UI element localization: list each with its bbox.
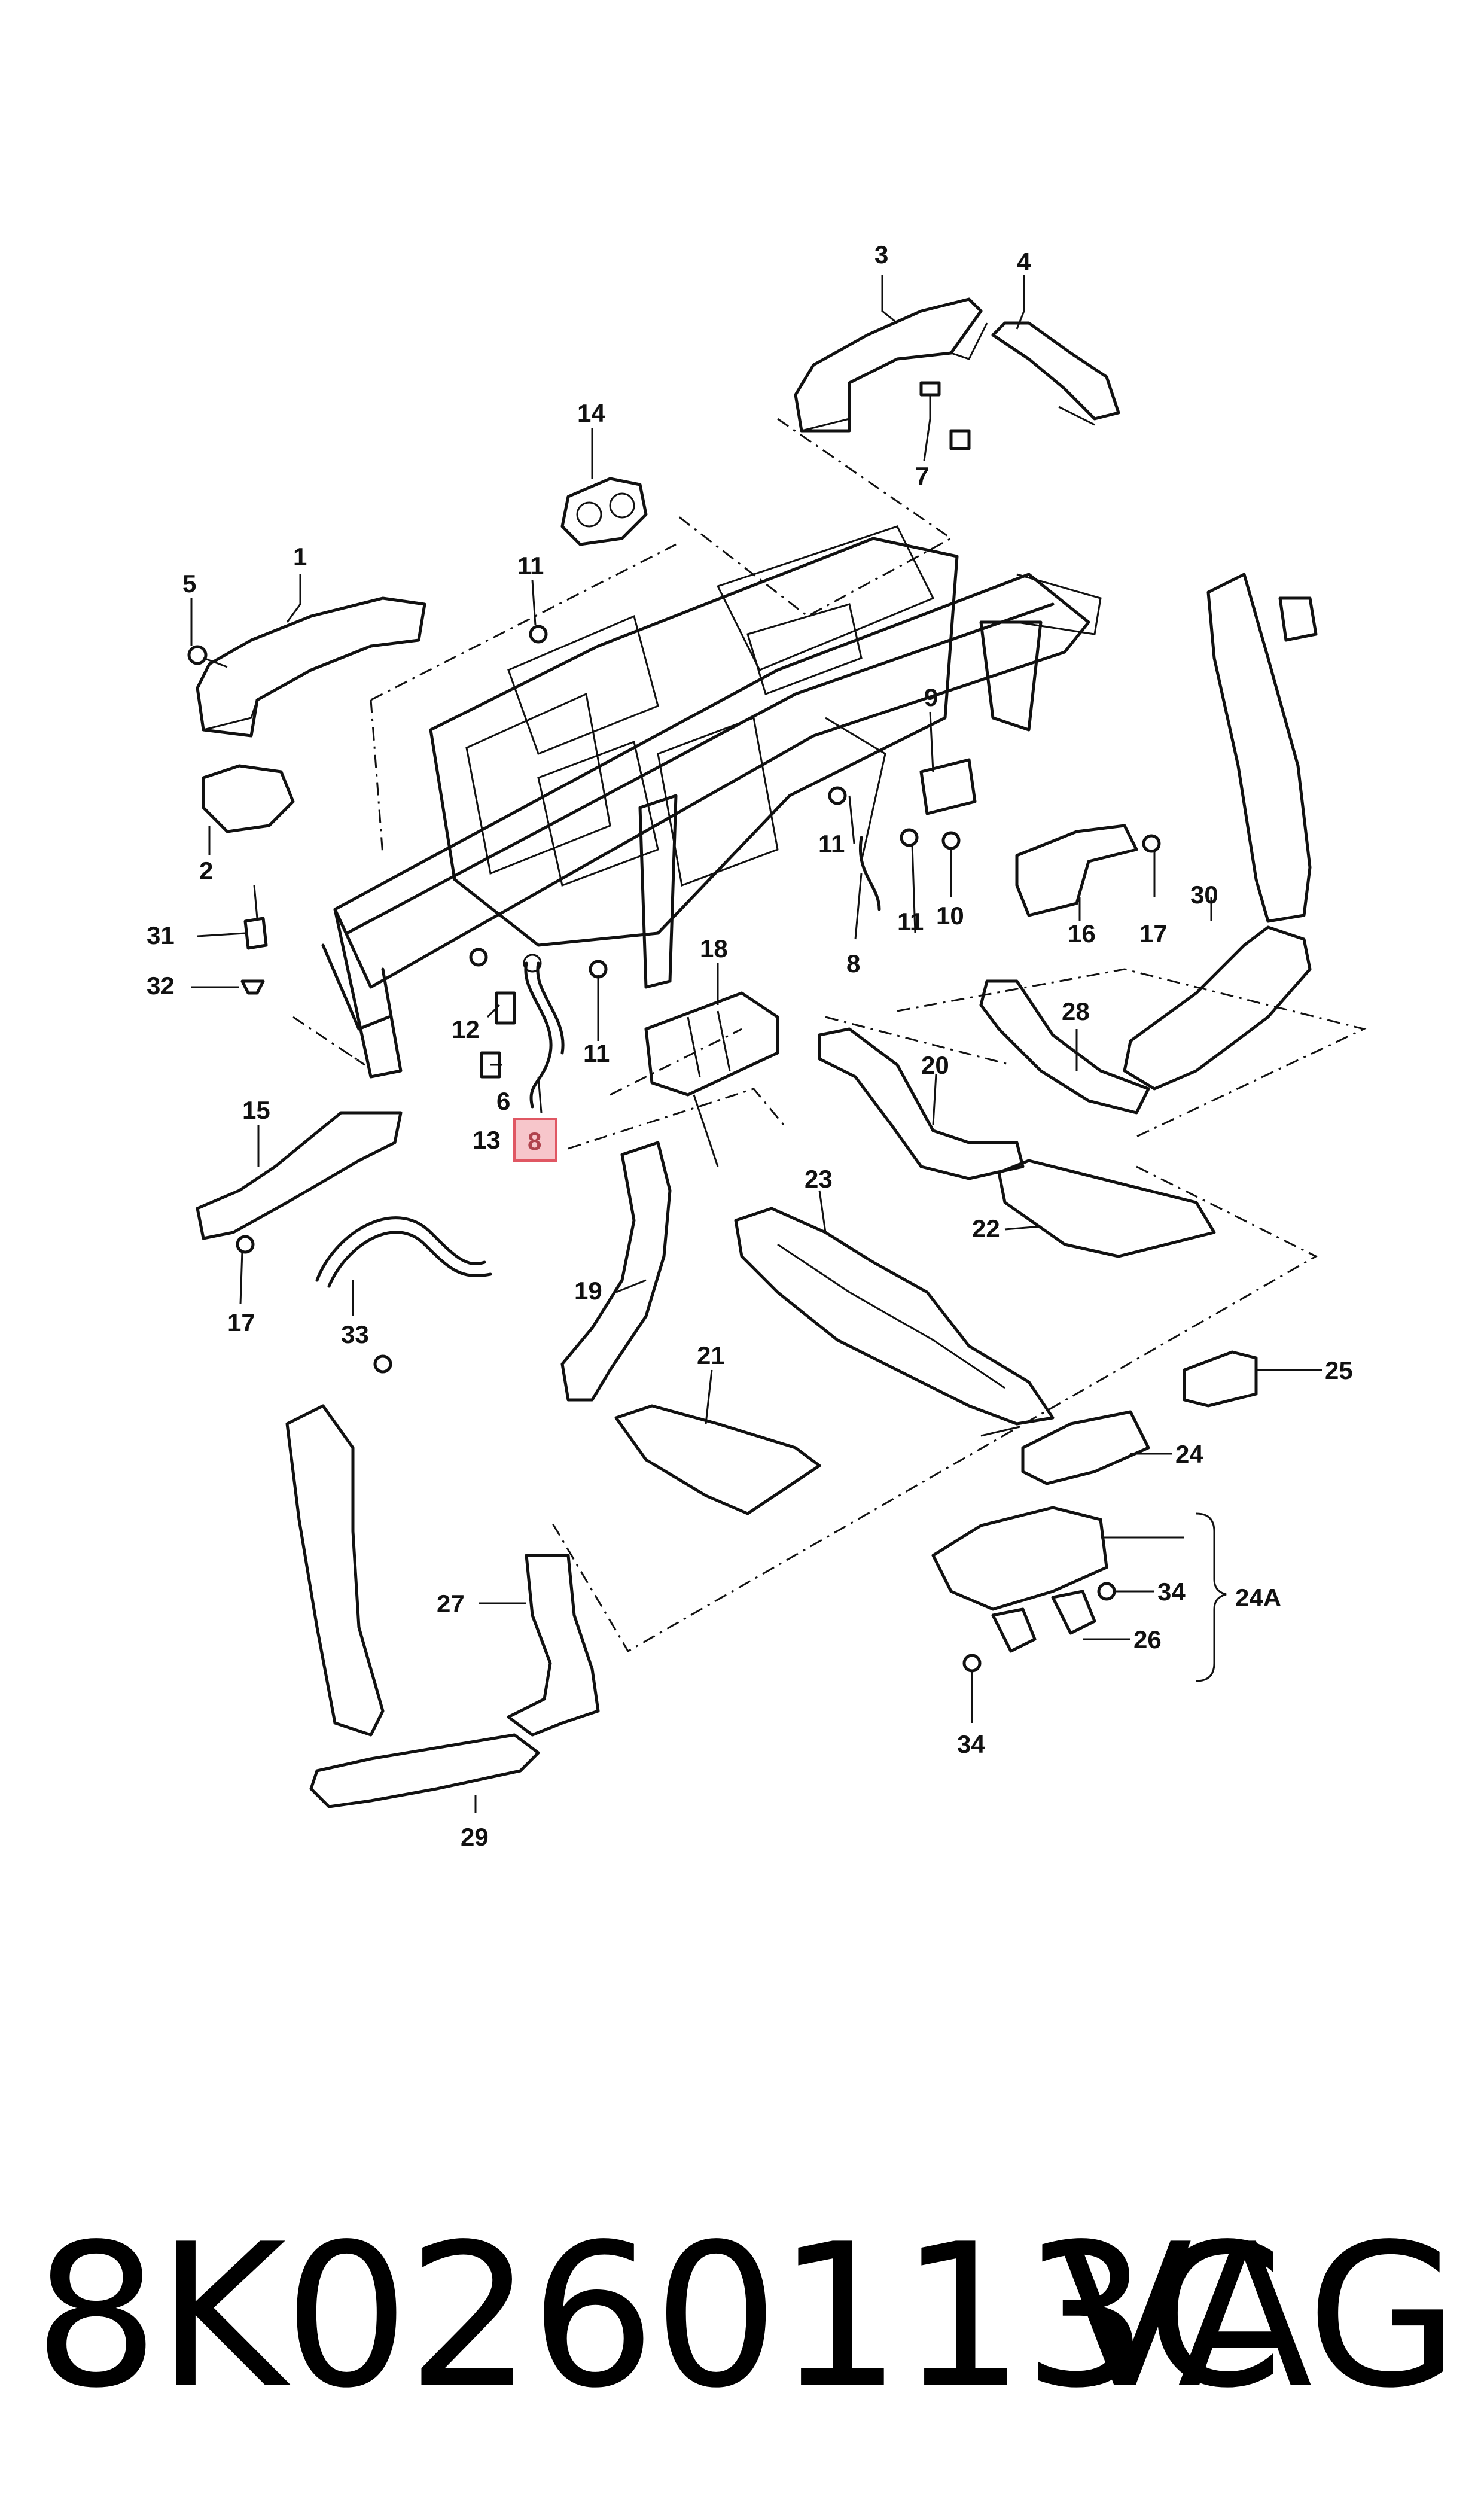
dashed-assembly-lines <box>292 418 1367 1653</box>
callout-16: 16 <box>1068 919 1096 948</box>
part-19-duct <box>560 1141 672 1402</box>
leader-lines <box>190 275 1322 1813</box>
part-20-duct <box>818 1027 1025 1180</box>
part-1-side-duct <box>196 596 426 738</box>
callout-13: 13 <box>473 1126 501 1154</box>
part-24-vent-housing <box>1021 1410 1150 1485</box>
callout-29: 29 <box>461 1823 489 1851</box>
part-23-long-duct <box>734 1207 1055 1426</box>
callout-30: 30 <box>1190 881 1218 909</box>
part-29-floor-duct <box>285 1354 540 1808</box>
part-30-side-duct <box>1123 573 1318 1091</box>
callout-7: 7 <box>915 462 929 490</box>
part-5-screw <box>187 645 228 668</box>
part-17-screw-right <box>1142 834 1161 853</box>
callout-11-centre: 11 <box>583 1039 610 1067</box>
callout-23: 23 <box>805 1165 833 1193</box>
part-3-upper-air-duct <box>794 297 988 433</box>
callout-9: 9 <box>924 683 938 711</box>
part-8-right-hose <box>859 836 881 911</box>
callout-19: 19 <box>574 1277 602 1305</box>
part-31-connector <box>243 885 268 950</box>
part-11-bolts <box>469 625 919 979</box>
part-7-bolt <box>919 381 971 450</box>
callout-25: 25 <box>1325 1356 1353 1384</box>
callout-34-bottom: 34 <box>957 1730 985 1758</box>
callout-31: 31 <box>147 921 175 949</box>
part-16-bracket <box>1015 824 1138 917</box>
callout-15: 15 <box>242 1096 270 1124</box>
callout-1: 1 <box>293 543 307 571</box>
callout-24a: 24A <box>1235 1584 1281 1612</box>
part-number: 8K0260113C <box>33 2202 1284 2431</box>
callout-11-top: 11 <box>517 552 544 580</box>
callout-14: 14 <box>577 399 605 427</box>
part-info-footer: 8K0260113C VAG <box>33 2202 1459 2477</box>
callout-33: 33 <box>341 1320 369 1348</box>
callout-12: 12 <box>452 1015 480 1043</box>
part-26-actuators <box>991 1590 1096 1653</box>
exploded-parts-diagram: 3 4 7 14 1 5 2 11 31 32 12 6 13 11 9 11 … <box>147 240 1367 1851</box>
part-21-duct <box>614 1404 821 1515</box>
callout-17-left: 17 <box>227 1308 255 1336</box>
part-33-hose <box>315 1216 492 1288</box>
dashboard-frame-assembly <box>321 525 1102 1079</box>
callout-21: 21 <box>697 1341 725 1369</box>
bracket-24a <box>1196 1512 1227 1682</box>
callout-8-right: 8 <box>846 949 860 978</box>
part-10-nut <box>941 831 961 850</box>
callouts: 3 4 7 14 1 5 2 11 31 32 12 6 13 11 9 11 … <box>147 240 1353 1851</box>
callout-3: 3 <box>874 240 888 269</box>
part-8-vent-hose <box>523 954 565 1109</box>
callout-32: 32 <box>147 972 175 1000</box>
callout-17-right: 17 <box>1139 919 1168 948</box>
callout-34-right: 34 <box>1157 1578 1186 1606</box>
callout-22: 22 <box>972 1214 1000 1243</box>
callout-24: 24 <box>1175 1440 1203 1468</box>
callout-10: 10 <box>936 902 964 930</box>
callout-20: 20 <box>921 1051 949 1079</box>
part-14-grommet <box>560 477 648 546</box>
part-2-vent-housing <box>202 764 295 833</box>
part-27-floor-duct <box>507 1554 600 1737</box>
part-28-lower-duct <box>979 979 1150 1115</box>
callout-8-highlighted: 8 <box>528 1127 541 1155</box>
part-24a-vent-assembly <box>931 1506 1108 1611</box>
callout-28: 28 <box>1062 997 1090 1025</box>
part-9-bracket <box>919 758 977 815</box>
callout-5: 5 <box>182 570 196 598</box>
part-32-clip <box>240 979 265 995</box>
part-15-duct <box>196 1111 403 1240</box>
callout-18: 18 <box>700 934 728 963</box>
callout-27: 27 <box>437 1590 465 1618</box>
callout-11-right-b: 11 <box>897 908 924 936</box>
callout-26: 26 <box>1133 1625 1162 1654</box>
part-6-clip <box>480 1051 501 1079</box>
callout-6: 6 <box>496 1087 510 1115</box>
part-22-duct <box>997 1159 1216 1258</box>
part-18-duct-junction <box>644 991 779 1097</box>
brand-name: VAG <box>1057 2202 1459 2431</box>
part-25-vent <box>1183 1350 1258 1408</box>
part-4-vent-nozzle <box>991 321 1120 426</box>
highlighted-callout-8[interactable]: 8 <box>513 1118 557 1162</box>
callout-4: 4 <box>1017 248 1031 276</box>
part-12-sensor <box>495 991 516 1025</box>
callout-11-right-a: 11 <box>818 830 845 858</box>
callout-2: 2 <box>199 857 213 885</box>
part-17-screw-left <box>236 1235 255 1254</box>
